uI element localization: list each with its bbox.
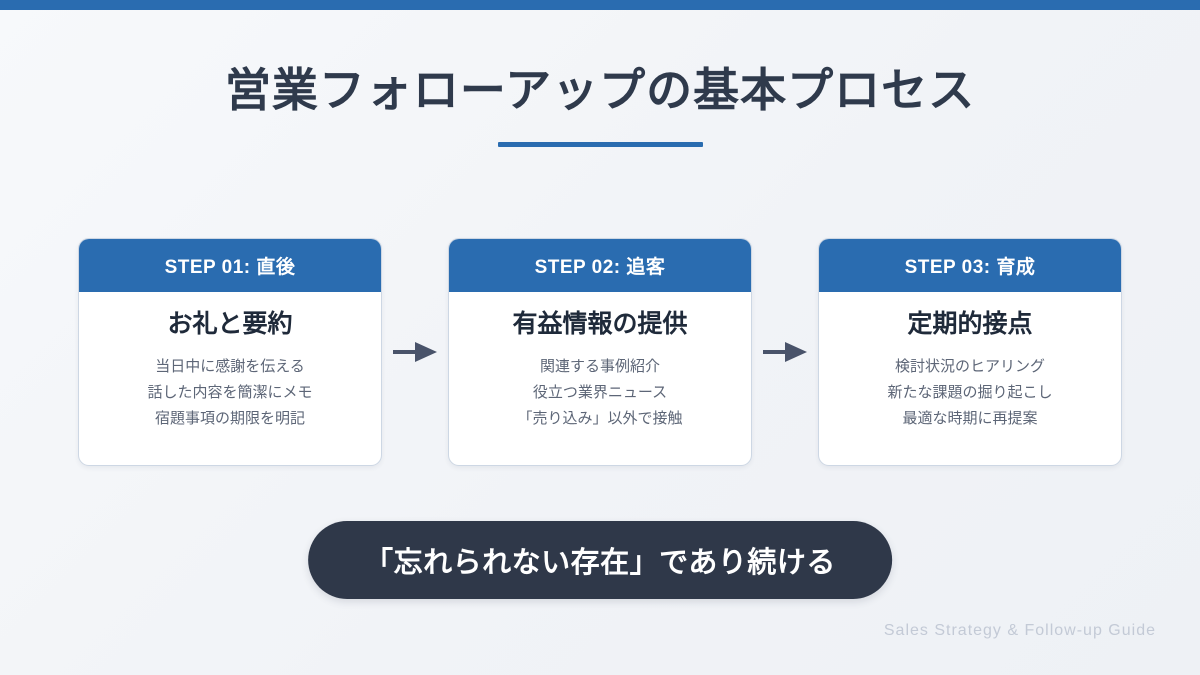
conclusion-banner: 「忘れられない存在」であり続ける: [308, 521, 892, 599]
step-card-1-header: STEP 01: 直後: [79, 239, 381, 292]
step-card-2-body: 有益情報の提供 関連する事例紹介 役立つ業界ニュース 「売り込み」以外で接触: [449, 292, 751, 465]
step-card-3-header: STEP 03: 育成: [819, 239, 1121, 292]
detail-line: 新たな課題の掘り起こし: [887, 384, 1053, 401]
step-card-2[interactable]: STEP 02: 追客 有益情報の提供 関連する事例紹介 役立つ業界ニュース 「…: [448, 238, 752, 466]
step-card-2-details: 関連する事例紹介 役立つ業界ニュース 「売り込み」以外で接触: [517, 354, 682, 432]
title-block: 営業フォローアップの基本プロセス: [0, 62, 1200, 147]
step-card-3-heading: 定期的接点: [907, 310, 1033, 338]
step-card-1[interactable]: STEP 01: 直後 お礼と要約 当日中に感謝を伝える 話した内容を簡潔にメモ…: [78, 238, 382, 466]
detail-line: 最適な時期に再提案: [902, 410, 1038, 427]
footer-caption: Sales Strategy & Follow-up Guide: [883, 622, 1156, 639]
step-card-2-heading: 有益情報の提供: [512, 310, 688, 338]
detail-line: 検討状況のヒアリング: [894, 358, 1045, 375]
step-card-3-body: 定期的接点 検討状況のヒアリング 新たな課題の掘り起こし 最適な時期に再提案: [819, 292, 1121, 465]
step-card-3[interactable]: STEP 03: 育成 定期的接点 検討状況のヒアリング 新たな課題の掘り起こし…: [818, 238, 1122, 466]
detail-line: 当日中に感謝を伝える: [155, 358, 305, 375]
step-card-3-details: 検討状況のヒアリング 新たな課題の掘り起こし 最適な時期に再提案: [887, 354, 1052, 432]
step-card-1-heading: お礼と要約: [167, 310, 293, 338]
page-title: 営業フォローアップの基本プロセス: [224, 64, 976, 116]
step-card-1-body: お礼と要約 当日中に感謝を伝える 話した内容を簡潔にメモ 宿題事項の期限を明記: [79, 292, 381, 465]
detail-line: 宿題事項の期限を明記: [154, 410, 305, 427]
conclusion-banner-text: 「忘れられない存在」であり続ける: [364, 547, 836, 579]
steps-row: STEP 01: 直後 お礼と要約 当日中に感謝を伝える 話した内容を簡潔にメモ…: [78, 238, 1122, 466]
arrow-connector-2: [752, 238, 818, 466]
title-underline: [497, 142, 703, 147]
detail-line: 「売り込み」以外で接触: [517, 410, 683, 427]
top-accent-bar: [0, 0, 1200, 10]
arrow-connector-1: [382, 238, 448, 466]
detail-line: 話した内容を簡潔にメモ: [147, 384, 313, 401]
detail-line: 役立つ業界ニュース: [532, 384, 668, 401]
step-card-1-details: 当日中に感謝を伝える 話した内容を簡潔にメモ 宿題事項の期限を明記: [147, 354, 312, 432]
step-card-2-header: STEP 02: 追客: [449, 239, 751, 292]
detail-line: 関連する事例紹介: [539, 358, 660, 375]
